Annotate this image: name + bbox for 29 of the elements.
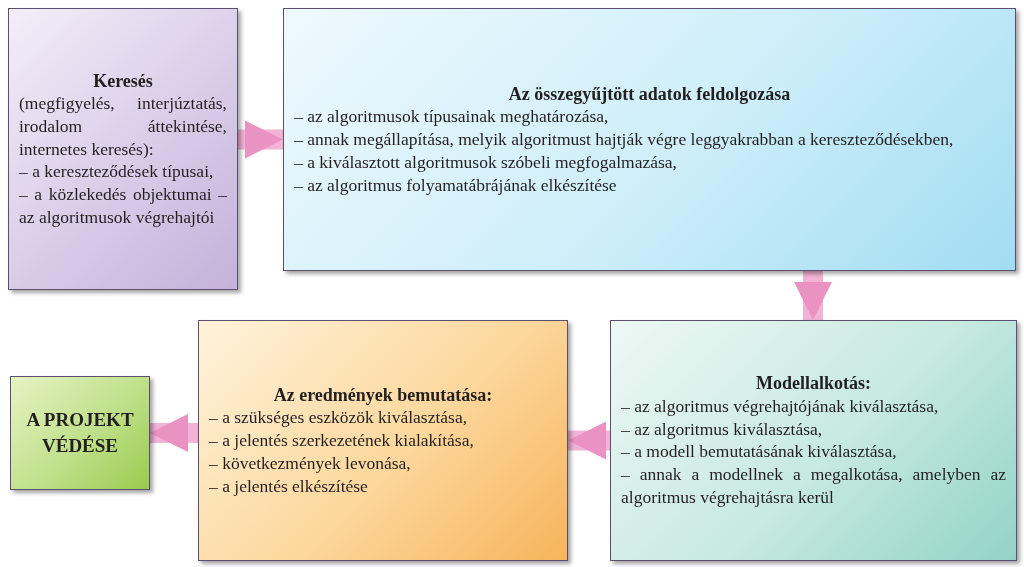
process-box bbox=[283, 8, 1016, 271]
box-text: – a kereszteződések típusai, bbox=[19, 160, 215, 183]
box-heading: Keresés bbox=[92, 69, 154, 92]
block-arrow bbox=[794, 271, 832, 320]
box-text: – az algoritmus végrehajtójának kiválasztása, bbox=[621, 394, 940, 418]
box-text: – a közlekedés objektumai – az algoritmusok végrehajtói bbox=[19, 183, 227, 229]
box-heading: Az eredmények bemutatása: bbox=[272, 383, 494, 407]
process-box bbox=[10, 376, 150, 490]
box-text: – az algoritmus kiválasztása, bbox=[621, 417, 824, 441]
box-heading: A PROJEKT VÉDÉSE bbox=[25, 408, 135, 458]
block-arrow bbox=[568, 421, 610, 460]
box-text: – a modell bemutatásának kiválasztása, bbox=[621, 440, 898, 464]
block-arrow bbox=[150, 414, 198, 452]
box-text: – az algoritmus folyamatábrájának elkészítése bbox=[294, 173, 618, 197]
box-text: – annak megállapítása, melyik algoritmust hajtják végre leggyakrabban a kereszteződésekben, bbox=[294, 128, 955, 151]
box-text: – következmények levonása, bbox=[209, 451, 412, 475]
box-heading: Modellalkotás: bbox=[755, 372, 872, 395]
block-arrow bbox=[238, 120, 283, 159]
box-text: – a szükséges eszközök kiválasztása, bbox=[209, 406, 469, 429]
box-heading: Az összegyűjtött adatok feldolgozása bbox=[507, 82, 792, 106]
box-text: – annak a modellnek a megalkotása, amelyben az algoritmus végrehajtásra kerül bbox=[621, 463, 1006, 509]
box-text: – a jelentés elkészítése bbox=[209, 474, 369, 498]
box-text: – az algoritmusok típusainak meghatározása, bbox=[294, 105, 610, 128]
process-box bbox=[198, 320, 568, 561]
box-text: – a jelentés szerkezetének kialakítása, bbox=[209, 429, 475, 452]
box-text: – a kiválasztott algoritmusok szóbeli megfogalmazása, bbox=[294, 150, 678, 174]
box-text: (megfigyelés, interjúztatás, irodalom áttekintése, internetes keresés): bbox=[19, 92, 227, 161]
process-box bbox=[610, 320, 1017, 561]
process-box bbox=[8, 8, 238, 290]
